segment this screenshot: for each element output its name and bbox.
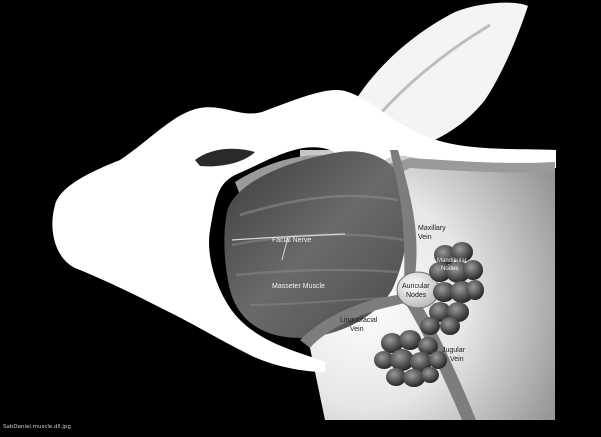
- facial-nerve-label: Facial Nerve: [272, 237, 311, 244]
- jugular-vein-label: Jugular: [442, 347, 466, 354]
- auricular-nodes-label: Nodes: [406, 292, 427, 299]
- linguofacial-vein-label: Vein: [350, 326, 364, 333]
- image-credit: SabDaniel.muscle.dll.jpg: [3, 424, 71, 430]
- masseter-muscle-label: Masseter Muscle: [272, 283, 325, 290]
- linguofacial-vein-label: Linguofacial: [340, 317, 378, 324]
- mandibular-nodes-label: Nodes: [441, 266, 458, 272]
- maxillary-vein-label: Vein: [418, 234, 432, 241]
- auricular-nodes-label: Auricular: [402, 283, 430, 290]
- maxillary-vein-label: Maxillary: [418, 225, 446, 232]
- jugular-vein-label: Vein: [450, 356, 464, 363]
- mandibular-nodes-label: Mandibular: [437, 258, 467, 264]
